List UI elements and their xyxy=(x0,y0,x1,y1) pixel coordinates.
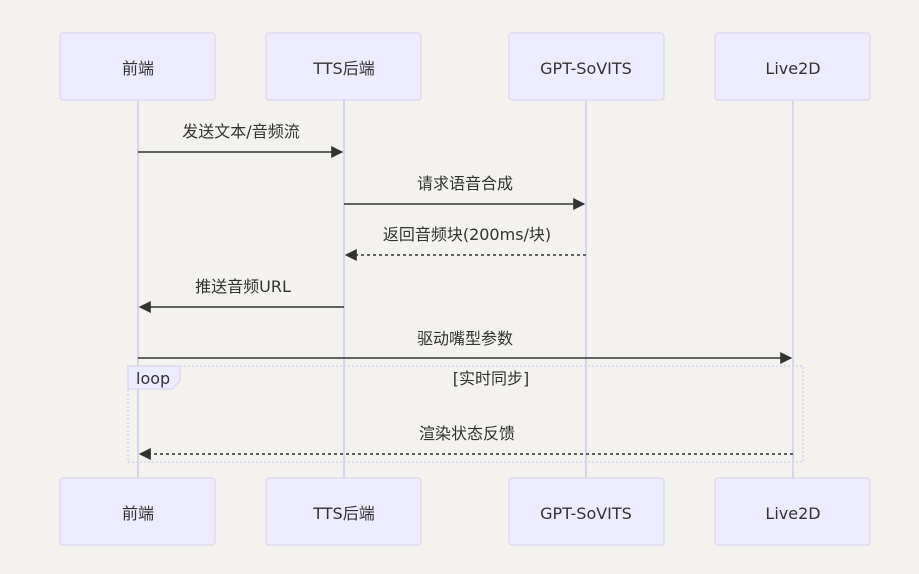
actor-gpt-sovits-bottom-label: GPT-SoVITS xyxy=(540,504,632,523)
message-label-5: 驱动嘴型参数 xyxy=(417,329,513,348)
message-label-6: 渲染状态反馈 xyxy=(419,424,515,443)
actor-live2d-bottom-label: Live2D xyxy=(765,504,820,523)
loop-block: loop [实时同步] xyxy=(127,365,804,463)
actor-frontend-bottom xyxy=(59,477,216,546)
actor-tts-backend-bottom xyxy=(265,477,422,546)
actor-tts-backend-bottom-label: TTS后端 xyxy=(312,504,374,523)
actor-live2d-top xyxy=(714,32,871,101)
actor-gpt-sovits-bottom xyxy=(508,477,665,546)
actors-bottom: 前端 TTS后端 GPT-SoVITS Live2D xyxy=(59,477,871,546)
message-label-2: 请求语音合成 xyxy=(417,174,513,193)
loop-condition: [实时同步] xyxy=(453,369,530,388)
loop-frame xyxy=(127,365,804,463)
message-label-1: 发送文本/音频流 xyxy=(182,122,299,141)
messages: 发送文本/音频流 请求语音合成 返回音频块(200ms/块) 推送音频URL 驱… xyxy=(138,122,793,460)
message-label-3: 返回音频块(200ms/块) xyxy=(383,225,551,244)
actor-tts-backend-top xyxy=(265,32,422,101)
actor-gpt-sovits-top-label: GPT-SoVITS xyxy=(540,59,632,78)
loop-keyword: loop xyxy=(136,369,170,388)
actor-live2d-top-label: Live2D xyxy=(765,59,820,78)
actor-live2d-bottom xyxy=(714,477,871,546)
actor-frontend-top xyxy=(59,32,216,101)
lifelines xyxy=(137,100,794,478)
message-label-4: 推送音频URL xyxy=(195,277,291,296)
actor-frontend-bottom-label: 前端 xyxy=(122,504,154,523)
actors-top: 前端 TTS后端 GPT-SoVITS Live2D xyxy=(59,32,871,101)
actor-frontend-top-label: 前端 xyxy=(122,59,154,78)
actor-tts-backend-top-label: TTS后端 xyxy=(312,59,374,78)
actor-gpt-sovits-top xyxy=(508,32,665,101)
loop-label-box xyxy=(127,365,181,390)
